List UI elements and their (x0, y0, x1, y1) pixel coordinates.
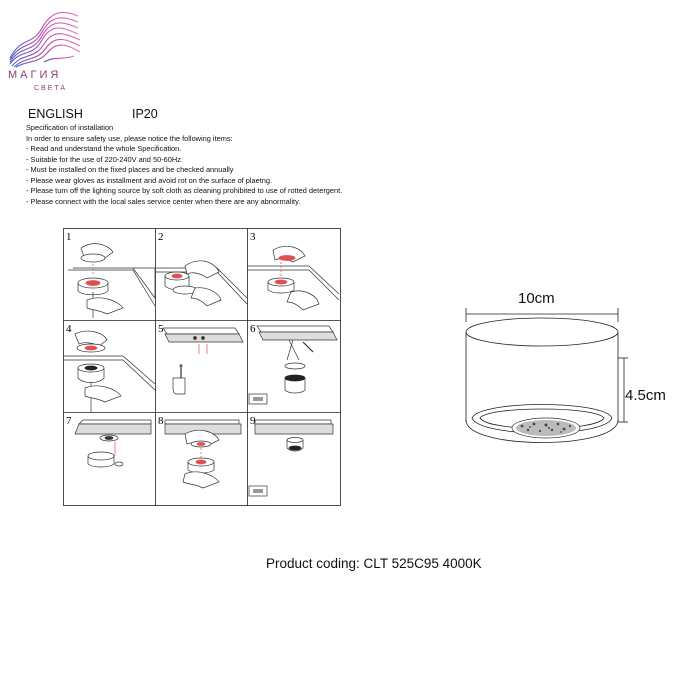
installation-steps-grid: 1 2 3 4 5 6 7 8 9 (63, 228, 341, 506)
step-number: 9 (250, 415, 256, 427)
step-1-illustration (68, 243, 156, 318)
step-9-illustration (248, 419, 334, 497)
step-number: 4 (66, 323, 72, 335)
step-6-illustration (248, 325, 338, 405)
brand-logo: МАГИЯ СВЕТА (4, 6, 84, 94)
brand-tagline: СВЕТА (34, 85, 68, 92)
height-label: 4.5cm (625, 387, 666, 404)
specification-block: Specification of installation In order t… (26, 123, 446, 207)
step-number: 2 (158, 231, 164, 243)
brand-name: МАГИЯ (8, 69, 62, 81)
step-number: 5 (158, 323, 164, 335)
step-number: 8 (158, 415, 164, 427)
language-label: ENGLISH (28, 107, 83, 121)
specification-title: Specification of installation (26, 123, 114, 132)
spec-line: - Please connect with the local sales se… (26, 196, 301, 206)
spec-line: - Suitable for the use of 220-240V and 5… (26, 154, 183, 164)
spec-line: In order to ensure safety use, please no… (26, 133, 233, 143)
led-diffuser (511, 417, 581, 439)
spec-line: - Read and understand the whole Specific… (26, 144, 182, 153)
step-number: 1 (66, 231, 72, 243)
step-number: 3 (250, 231, 256, 243)
spec-line: - Must be installed on the fixed places … (26, 165, 234, 174)
ip-rating: IP20 (132, 107, 158, 121)
logo-waves-icon (9, 11, 81, 68)
step-8-illustration (164, 419, 242, 489)
luminaire-outline (465, 308, 628, 443)
step-2-illustration (155, 260, 248, 307)
step-3-illustration (247, 245, 340, 311)
step-number: 6 (250, 323, 256, 335)
step-number: 7 (66, 415, 72, 427)
dimension-drawing: 10cm 4.5cm (460, 290, 700, 460)
step-5-illustration (162, 327, 244, 395)
diameter-label: 10cm (518, 290, 555, 307)
step-7-illustration (74, 419, 152, 468)
spec-line: - Please turn off the lighting source by… (26, 186, 343, 195)
step-4-illustration (63, 330, 156, 412)
spec-line: - Please wear gloves as installment and … (26, 175, 273, 185)
product-coding: Product coding: CLT 525C95 4000K (266, 556, 482, 571)
